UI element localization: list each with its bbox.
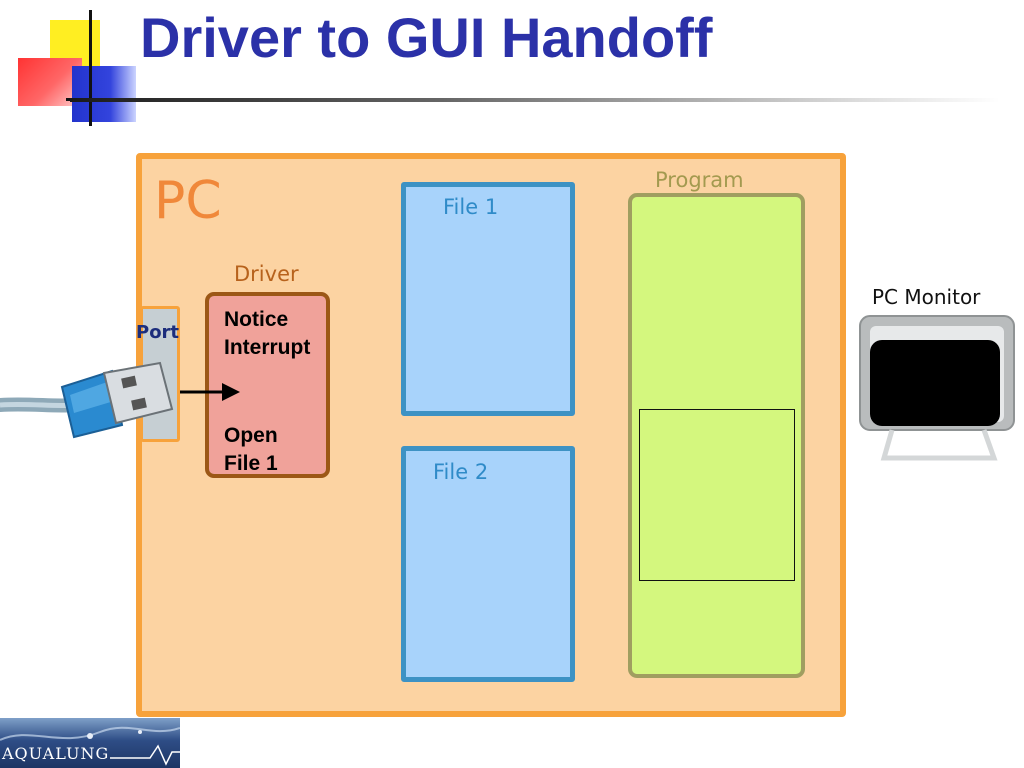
aqualung-logo: AQUALUNG bbox=[0, 718, 180, 768]
port-label: Port bbox=[136, 322, 180, 343]
usb-plug-icon bbox=[0, 361, 174, 439]
title-underline bbox=[70, 98, 1000, 102]
logo-text: AQUALUNG bbox=[2, 744, 110, 763]
driver-step-interrupt: Interrupt bbox=[224, 336, 311, 359]
driver-step-file1: File 1 bbox=[224, 452, 278, 475]
program-box bbox=[628, 193, 805, 678]
slide-title: Driver to GUI Handoff bbox=[140, 6, 713, 69]
program-window-outline bbox=[639, 409, 795, 581]
file1-label: File 1 bbox=[443, 195, 499, 219]
title-decoration-vertical-line bbox=[89, 10, 92, 126]
driver-step-notice: Notice bbox=[224, 308, 289, 331]
program-label: Program bbox=[655, 168, 744, 192]
file1-box bbox=[401, 182, 575, 416]
monitor-icon bbox=[859, 315, 1015, 461]
title-decoration-blue-square bbox=[72, 66, 136, 122]
driver-label: Driver bbox=[234, 262, 299, 286]
arrow-right-icon bbox=[180, 383, 240, 401]
driver-step-open: Open bbox=[224, 424, 278, 447]
monitor-label: PC Monitor bbox=[872, 285, 981, 309]
file2-box bbox=[401, 446, 575, 682]
file2-label: File 2 bbox=[433, 460, 489, 484]
pc-label: PC bbox=[154, 171, 222, 231]
